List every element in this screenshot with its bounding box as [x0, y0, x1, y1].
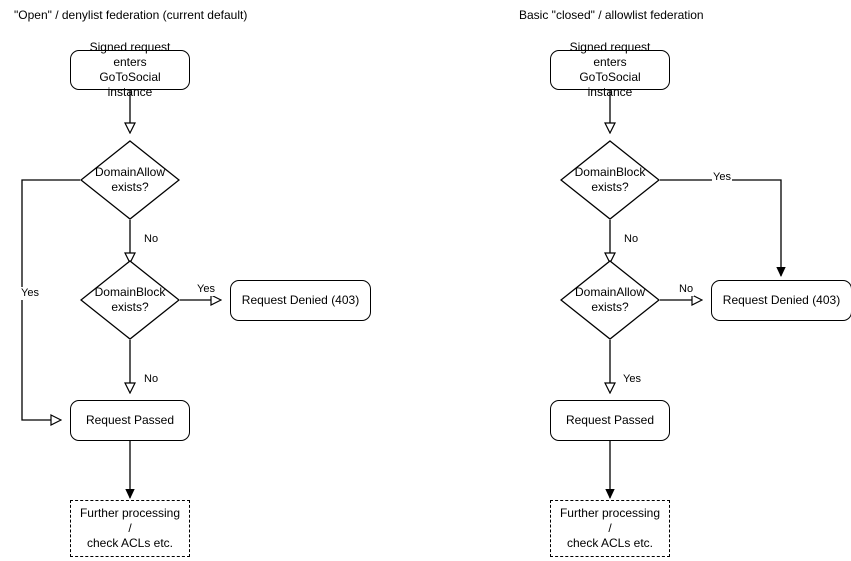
node-left-decision-domainblock-label: DomainBlock exists?: [94, 285, 166, 314]
edge-label-left-block-yes: Yes: [196, 283, 216, 296]
edge-label-left-allow-yes: Yes: [20, 287, 40, 300]
edge-right-block-yes-to-denied: [660, 179, 786, 277]
diamond-shape-icon: [560, 260, 660, 340]
node-left-start[interactable]: Signed request enters GoToSocial instanc…: [70, 40, 190, 99]
node-left-decision-domainallow-label: DomainAllow exists?: [94, 165, 166, 194]
diamond-shape-icon: [80, 140, 180, 220]
edge-left-allow-yes-to-passed: [21, 179, 80, 420]
node-right-decision-domainblock-label: DomainBlock exists?: [574, 165, 646, 194]
node-right-start-label: Signed request enters GoToSocial instanc…: [569, 40, 651, 99]
node-right-request-denied-label: Request Denied (403): [722, 293, 841, 307]
node-right-request-passed-label: Request Passed: [565, 413, 655, 427]
edge-label-left-allow-no: No: [143, 233, 160, 246]
node-right-further-processing-label: Further processing / check ACLs etc.: [559, 506, 661, 550]
node-left-further-processing[interactable]: Further processing / check ACLs etc.: [70, 500, 190, 557]
node-left-request-denied[interactable]: Request Denied (403): [230, 280, 371, 321]
node-right-decision-domainallow[interactable]: DomainAllow exists?: [560, 260, 660, 340]
node-left-decision-domainallow[interactable]: DomainAllow exists?: [80, 140, 180, 220]
edge-label-right-allow-no: No: [678, 283, 695, 296]
node-left-start-label: Signed request enters GoToSocial instanc…: [89, 40, 171, 99]
column-title-open-denylist: "Open" / denylist federation (current de…: [14, 8, 248, 22]
node-right-start[interactable]: Signed request enters GoToSocial instanc…: [550, 40, 670, 99]
column-title-closed-allowlist: Basic "closed" / allowlist federation: [519, 8, 704, 22]
node-left-request-passed[interactable]: Request Passed: [70, 400, 190, 441]
node-right-further-processing[interactable]: Further processing / check ACLs etc.: [550, 500, 670, 557]
edge-label-right-block-yes: Yes: [712, 171, 732, 184]
node-left-request-denied-label: Request Denied (403): [241, 293, 360, 307]
edge-label-left-block-no: No: [143, 373, 160, 386]
edge-label-right-block-no: No: [623, 233, 640, 246]
node-right-request-denied[interactable]: Request Denied (403): [711, 280, 851, 321]
edge-label-right-allow-yes: Yes: [622, 373, 642, 386]
node-left-request-passed-label: Request Passed: [85, 413, 175, 427]
node-right-decision-domainblock[interactable]: DomainBlock exists?: [560, 140, 660, 220]
node-left-further-processing-label: Further processing / check ACLs etc.: [79, 506, 181, 550]
node-right-decision-domainallow-label: DomainAllow exists?: [574, 285, 646, 314]
node-right-request-passed[interactable]: Request Passed: [550, 400, 670, 441]
diamond-shape-icon: [560, 140, 660, 220]
node-left-decision-domainblock[interactable]: DomainBlock exists?: [80, 260, 180, 340]
diamond-shape-icon: [80, 260, 180, 340]
